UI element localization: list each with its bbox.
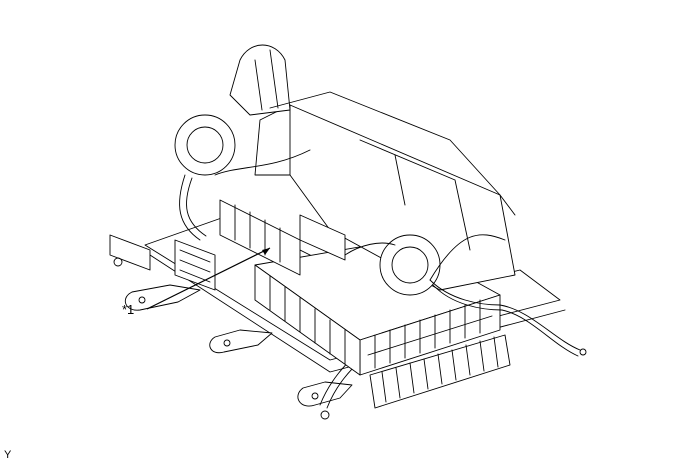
callout-label-1: *1 [122,302,135,317]
corner-label: Y [4,449,12,461]
